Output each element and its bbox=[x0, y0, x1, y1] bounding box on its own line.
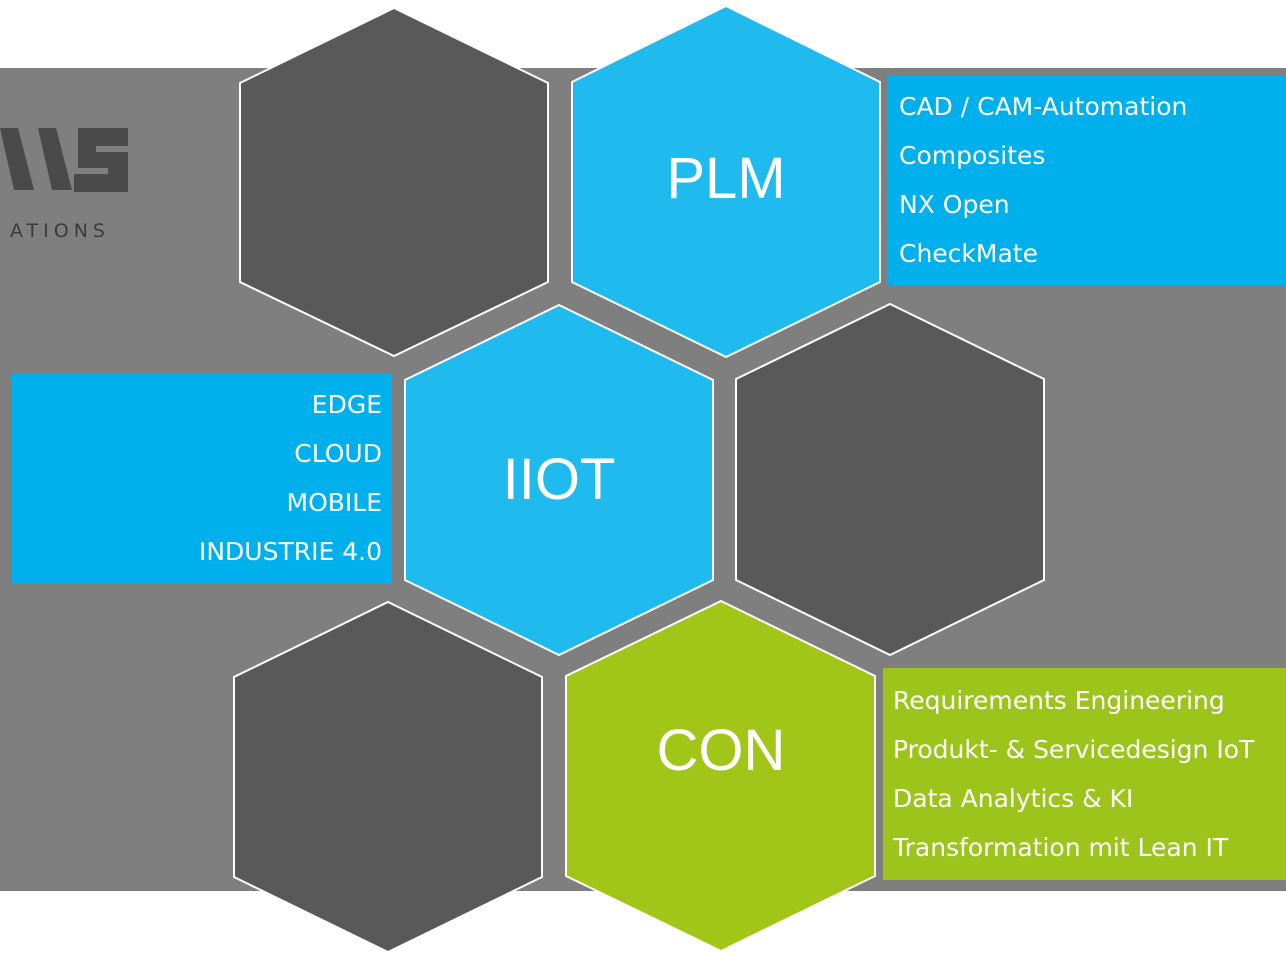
hex-label-con: CON bbox=[656, 718, 786, 783]
hex-dark-top-left bbox=[239, 6, 549, 358]
iiot-topic-item: INDUSTRIE 4.0 bbox=[198, 537, 382, 566]
hex-dark-bottom-left bbox=[233, 600, 543, 953]
con-topic-item: Requirements Engineering bbox=[893, 686, 1225, 715]
plm-topic-item: Composites bbox=[899, 141, 1046, 170]
hex-label-plm: PLM bbox=[666, 146, 786, 211]
plm-topic-item: NX Open bbox=[899, 190, 1010, 219]
plm-topics-box: CAD / CAM-Automation Composites NX Open … bbox=[887, 76, 1286, 286]
con-topic-item: Transformation mit Lean IT bbox=[893, 833, 1229, 862]
con-topic-item: Data Analytics & KI bbox=[893, 784, 1134, 813]
iiot-topic-item: CLOUD bbox=[294, 439, 382, 468]
plm-topic-item: CheckMate bbox=[899, 239, 1038, 268]
hex-iiot bbox=[404, 303, 714, 657]
hex-label-iiot: IIOT bbox=[502, 447, 616, 512]
iiot-topic-item: EDGE bbox=[311, 390, 382, 419]
company-logo: ATIONS bbox=[0, 120, 140, 260]
con-topics-box: Requirements Engineering Produkt- & Serv… bbox=[883, 668, 1286, 880]
logo-subtitle: ATIONS bbox=[10, 220, 110, 242]
hex-con bbox=[565, 599, 876, 953]
hex-dark-middle-right bbox=[735, 302, 1045, 657]
con-topic-item: Produkt- & Servicedesign IoT bbox=[893, 735, 1255, 764]
logo-mark-icon bbox=[0, 128, 128, 192]
hex-plm bbox=[571, 4, 881, 359]
iiot-topic-item: MOBILE bbox=[286, 488, 383, 517]
iiot-topics-box: EDGE CLOUD MOBILE INDUSTRIE 4.0 bbox=[12, 374, 392, 584]
plm-topic-item: CAD / CAM-Automation bbox=[899, 92, 1188, 121]
